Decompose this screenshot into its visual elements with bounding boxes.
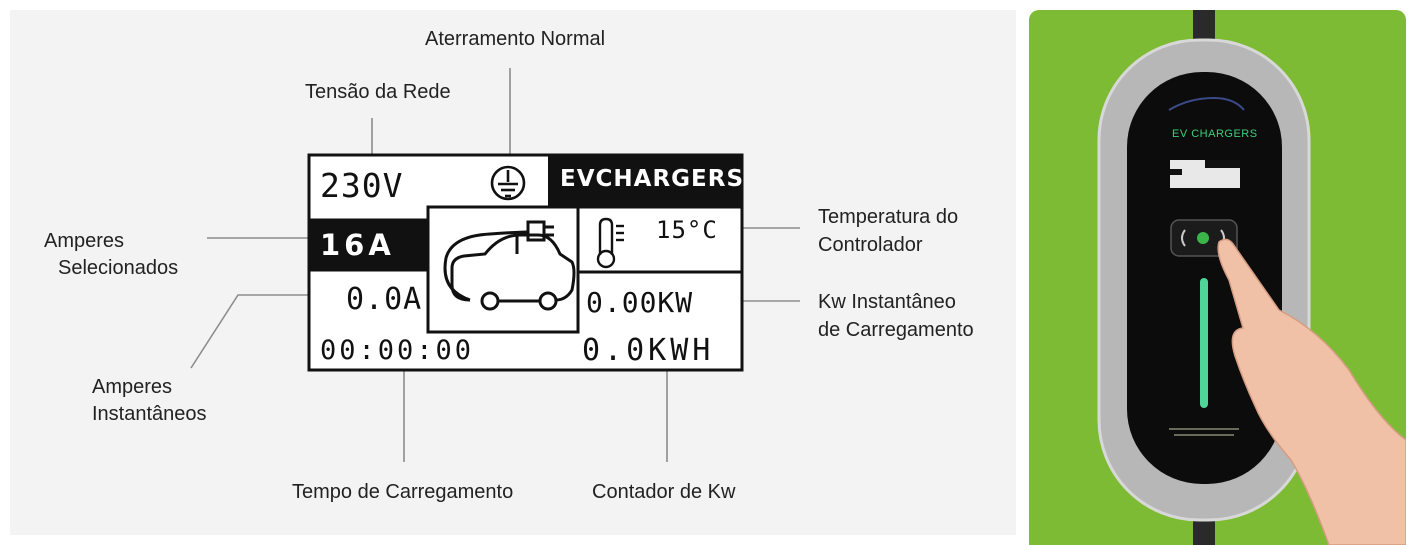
lcd-brand: EVCHARGERS [560,166,745,192]
lcd-temperature: 15°C [656,216,718,244]
lcd-instant-power: 0.00KW [586,286,694,319]
lcd-voltage: 230V [320,166,404,205]
device-logo-text: EV CHARGERS [1172,128,1258,140]
charger-illustration [1097,10,1406,545]
lcd-charge-time: 00:00:00 [320,335,475,366]
label-charge-time: Tempo de Carregamento [292,481,514,503]
label-controller-temp-1: Temperatura do [818,206,959,228]
car-drawing [443,220,576,311]
lcd-selected-amps: 16A [320,228,395,262]
label-controller-temp-2: Controlador [818,234,923,256]
thermometer-icon [596,217,624,269]
leader-instant-amps [190,294,318,369]
label-kw-counter: Contador de Kw [592,481,736,503]
label-instant-amps-1: Amperes [92,376,173,398]
label-instant-kw-2: de Carregamento [818,319,974,341]
charger-photo: EV CHARGERS [1029,10,1406,545]
label-instant-kw-1: Kw Instantâneo [818,291,956,313]
lcd-energy-counter: 0.0KWH [582,333,715,368]
label-selected-amps-1: Amperes [44,230,125,252]
label-grid-voltage: Tensão da Rede [305,81,451,103]
label-instant-amps-2: Instantâneos [92,403,207,425]
lcd-instant-amps: 0.0A [346,282,423,317]
label-grounding: Aterramento Normal [425,28,606,50]
label-selected-amps-2: Selecionados [58,257,179,279]
ground-icon [490,165,526,201]
